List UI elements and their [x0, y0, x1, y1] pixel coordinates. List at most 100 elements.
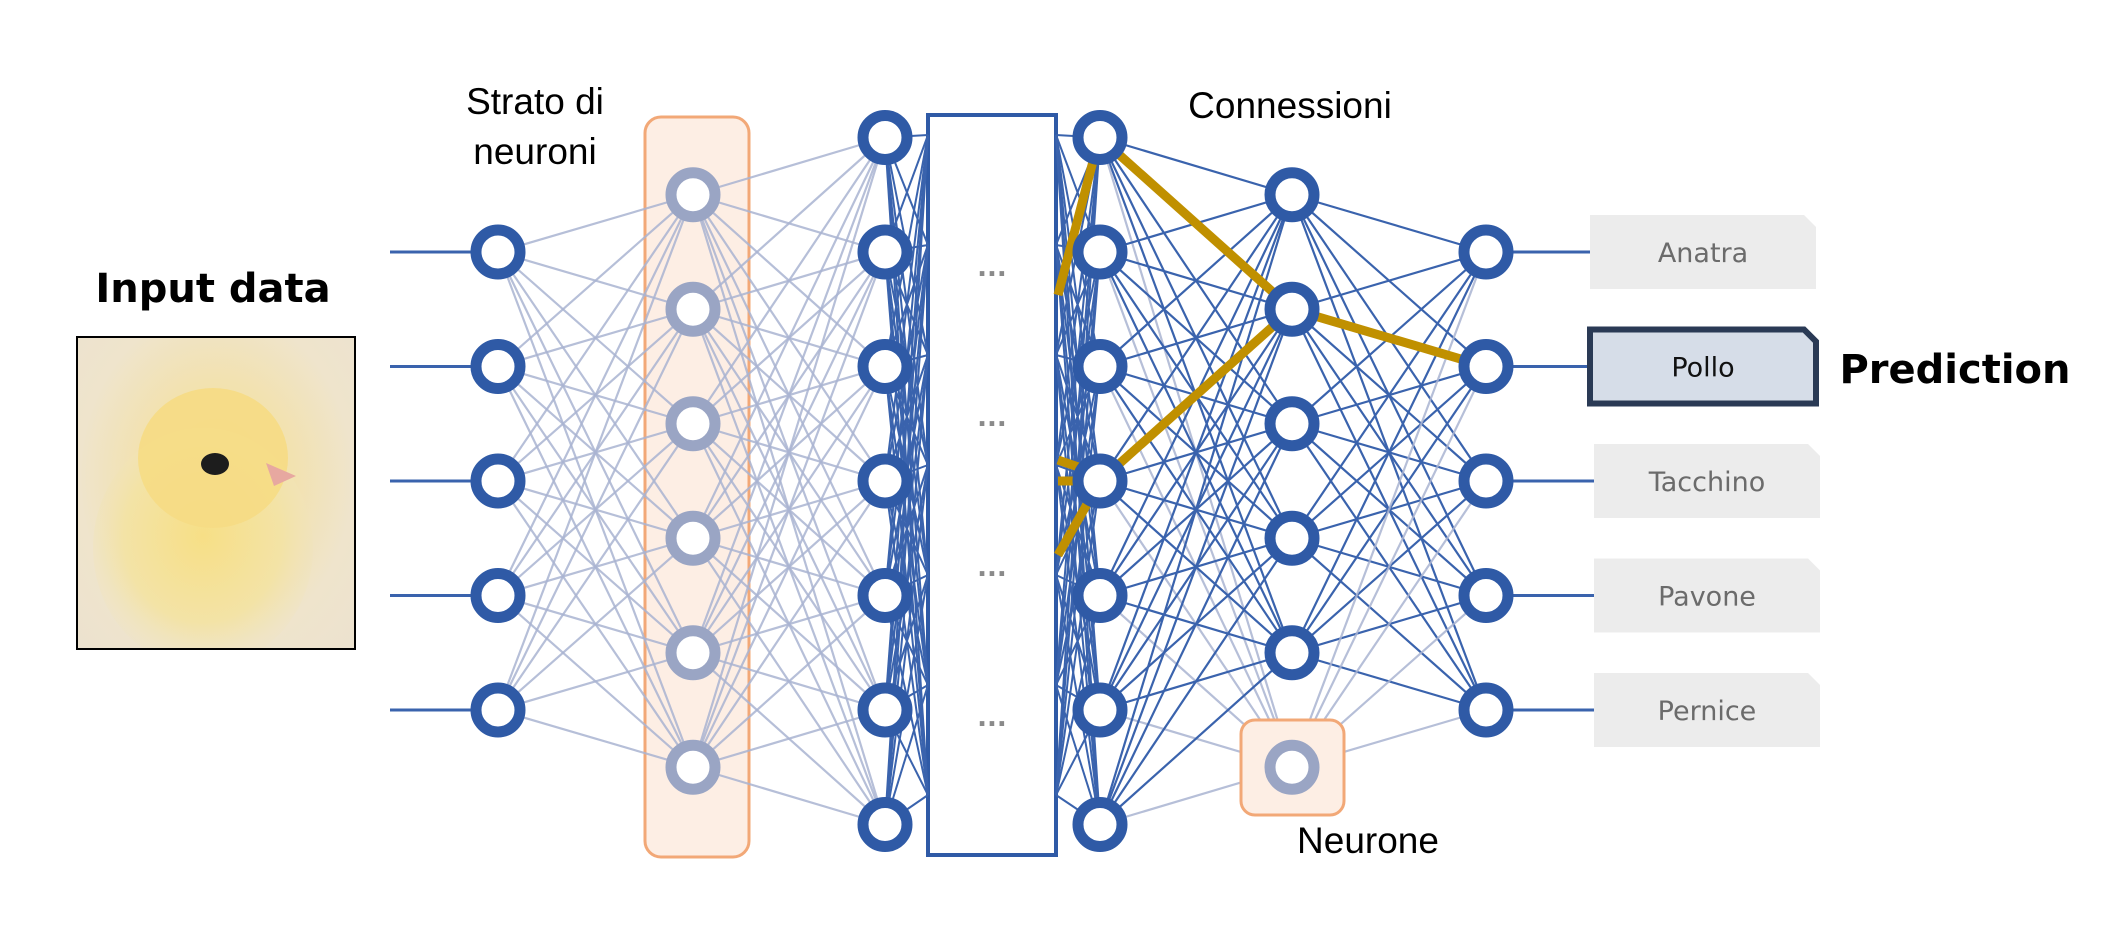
neuron	[1458, 339, 1514, 394]
connection-line	[1055, 134, 1101, 482]
connection-line	[691, 137, 887, 768]
connection-line	[497, 423, 694, 711]
neuron	[1264, 281, 1320, 337]
connection-line	[884, 464, 929, 825]
connection-line	[1291, 251, 1487, 654]
active-connection	[1053, 156, 1099, 297]
chick-illustration	[93, 388, 313, 648]
output-class-pollo: Pollo	[1587, 326, 1819, 407]
active-path-group	[1053, 134, 1488, 558]
neuron-faded	[665, 281, 721, 337]
class-label: Pollo	[1671, 353, 1734, 384]
class-label: Anatra	[1658, 238, 1748, 269]
output-class-pavone: Pavone	[1594, 558, 1820, 633]
neuron	[1458, 568, 1514, 623]
connection-line	[692, 137, 886, 539]
class-label: Pernice	[1658, 696, 1757, 727]
connection-line	[1291, 366, 1487, 768]
connection-line	[1291, 193, 1487, 254]
class-label: Tacchino	[1648, 467, 1766, 498]
connection-line	[692, 136, 886, 196]
neurons-group	[470, 110, 1514, 852]
neuron	[1264, 167, 1320, 223]
neuron	[1458, 224, 1514, 280]
connection-line	[1099, 136, 1293, 196]
ellipsis: ...	[977, 253, 1007, 283]
neuron	[857, 339, 913, 394]
connection-line	[1291, 250, 1487, 311]
connection-line	[691, 137, 887, 654]
neuron	[470, 568, 526, 623]
neuron	[1072, 224, 1128, 280]
neuron	[470, 339, 526, 394]
connection-line	[1290, 251, 1488, 768]
class-box	[1594, 558, 1820, 633]
neuron	[857, 110, 913, 165]
predicted-class-box	[1587, 326, 1819, 407]
chick-eye	[201, 453, 229, 475]
neuron	[470, 224, 526, 280]
connection-line	[1099, 651, 1293, 826]
connection-line	[497, 537, 694, 711]
connection-line	[1099, 423, 1293, 825]
neuron	[1264, 396, 1320, 452]
connection-line	[496, 194, 695, 711]
chick-beak	[266, 463, 296, 486]
ellipsis: ...	[977, 403, 1007, 433]
neuron	[1458, 682, 1514, 738]
connections-title: Connessioni	[1188, 85, 1392, 126]
ellipsis: ...	[977, 703, 1007, 733]
neuron	[1072, 797, 1128, 852]
output-class-pernice: Pernice	[1594, 673, 1820, 747]
connection-line	[1098, 308, 1294, 825]
active-connection	[1290, 304, 1488, 371]
neuron	[1072, 682, 1128, 738]
neuron	[1458, 453, 1514, 509]
connection-line	[692, 136, 886, 425]
neuron	[470, 453, 526, 509]
connection-line	[497, 193, 694, 254]
output-class-anatra: Anatra	[1590, 215, 1816, 289]
neuron-faded	[665, 396, 721, 452]
neuron	[1072, 339, 1128, 394]
neuron-faded	[665, 625, 721, 681]
connection-line	[497, 651, 694, 712]
neuron-faded	[665, 510, 721, 566]
neuron	[857, 568, 913, 623]
class-box	[1590, 215, 1816, 289]
active-connection	[1096, 305, 1296, 485]
connection-line	[692, 136, 886, 311]
connection-line	[1099, 193, 1293, 368]
connection-line	[1291, 251, 1487, 539]
connection-line	[497, 194, 694, 482]
connection-line	[497, 194, 694, 596]
neuron-faded	[665, 739, 721, 795]
connection-line	[692, 766, 886, 826]
connection-line	[692, 480, 886, 768]
connection-line	[692, 594, 886, 769]
class-box	[1594, 673, 1820, 747]
neuron	[1072, 110, 1128, 165]
connection-line	[1098, 194, 1294, 825]
connection-line	[1055, 464, 1101, 825]
active-connection	[1096, 134, 1296, 313]
active-connection	[1054, 496, 1094, 558]
neuron	[1264, 625, 1320, 681]
class-label: Pavone	[1658, 582, 1756, 613]
output-class-tacchino: Tacchino	[1594, 444, 1820, 518]
input-image	[76, 336, 356, 650]
connection-line	[691, 251, 887, 768]
class-box	[1594, 444, 1820, 518]
connection-line	[497, 708, 694, 769]
neuron	[1264, 510, 1320, 566]
neuron	[857, 682, 913, 738]
neuron-faded	[665, 167, 721, 223]
connection-line	[692, 366, 886, 768]
ellipsis-group: ............	[977, 253, 1007, 733]
hidden-layers-box	[926, 113, 1058, 857]
ellipsis: ...	[977, 553, 1007, 583]
connection-line	[692, 708, 886, 769]
input-data-title: Input data	[95, 266, 330, 312]
